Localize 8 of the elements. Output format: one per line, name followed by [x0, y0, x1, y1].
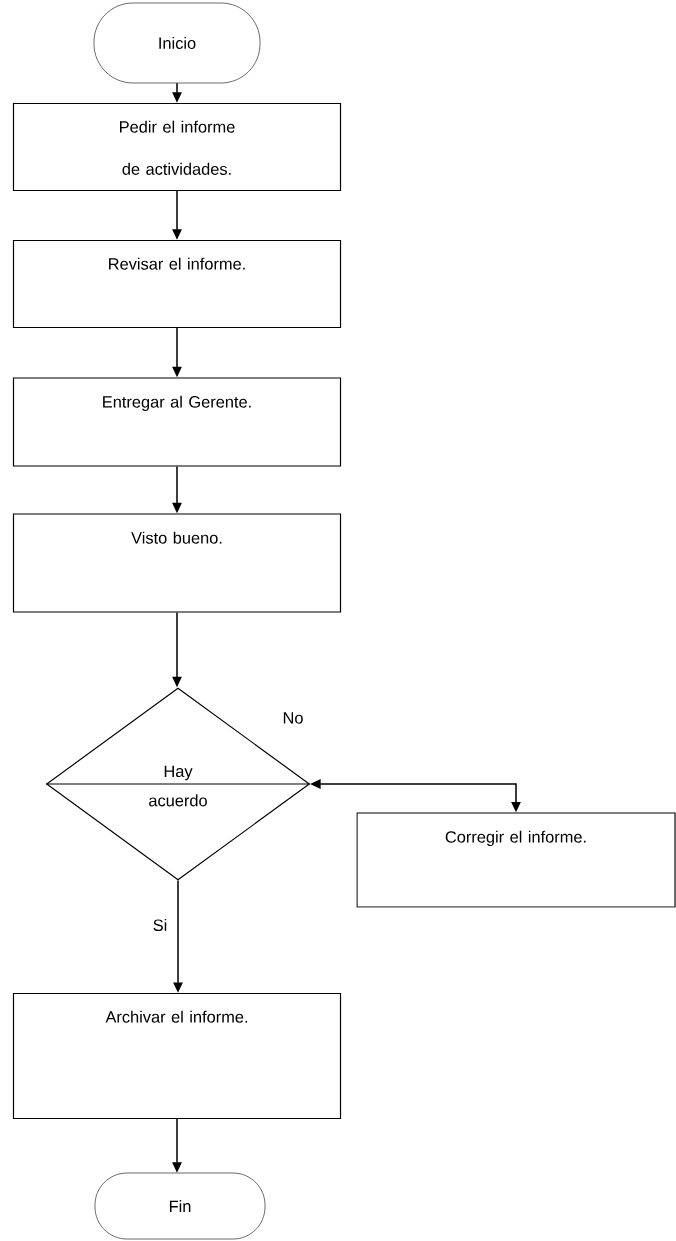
process-box: Visto bueno. [12, 513, 342, 613]
process-box: Revisar el informe. [12, 239, 342, 329]
process-box: Entregar al Gerente. [12, 377, 342, 467]
process-box: Pedir el informe de actividades. [12, 102, 342, 192]
process-box: Corregir el informe. [356, 812, 676, 908]
edge-label: Si [151, 917, 169, 933]
edge-label: No [281, 711, 305, 725]
process-box: Archivar el informe. [12, 992, 342, 1120]
